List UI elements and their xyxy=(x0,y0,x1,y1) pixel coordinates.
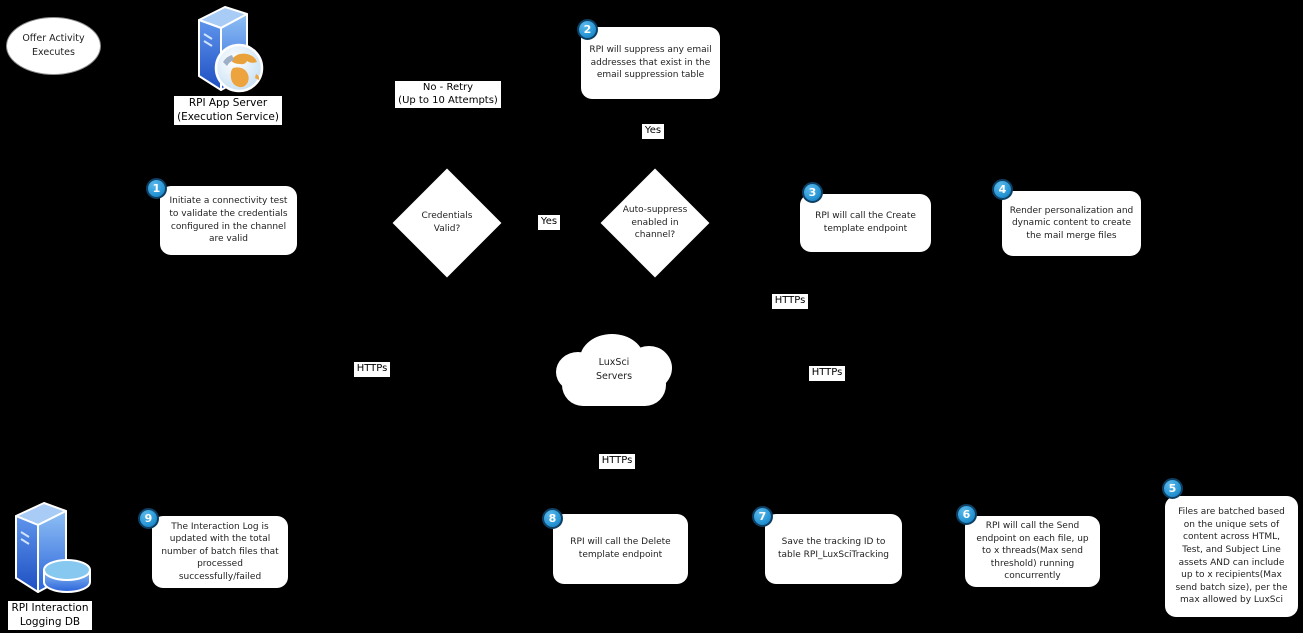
label-yes-credentials: Yes xyxy=(527,215,571,230)
step-9-box: The Interaction Log is updated with the … xyxy=(152,516,288,588)
step-3-badge: 3 xyxy=(802,182,823,203)
database-icon xyxy=(15,502,91,593)
step-4-box: Render personalization and dynamic conte… xyxy=(1002,191,1141,256)
step-5-badge: 5 xyxy=(1162,478,1183,499)
label-https-send: HTTPs xyxy=(799,366,855,381)
step-6-badge: 6 xyxy=(956,504,977,525)
step-1-box: Initiate a connectivity test to validate… xyxy=(160,186,297,255)
step-8-badge: 8 xyxy=(542,508,563,529)
label-https-create: HTTPs xyxy=(762,294,818,309)
step-6-box: RPI will call the Send endpoint on each … xyxy=(965,516,1100,587)
label-yes-autosuppress: Yes xyxy=(631,124,675,139)
label-https-app-to-cloud: HTTPs xyxy=(344,362,400,377)
label-no-retry: No - Retry (Up to 10 Attempts) xyxy=(385,81,511,108)
logging-db-icon xyxy=(4,498,96,606)
step-8-box: RPI will call the Delete template endpoi… xyxy=(553,514,688,584)
luxsci-cloud: LuxSci Servers xyxy=(556,334,672,410)
step-4-badge: 4 xyxy=(992,179,1013,200)
step-2-badge: 2 xyxy=(577,19,598,40)
step-2-box: RPI will suppress any email addresses th… xyxy=(581,27,720,99)
label-https-delete: HTTPs xyxy=(589,454,645,469)
step-1-badge: 1 xyxy=(146,178,167,199)
logging-db-label: RPI Interaction Logging DB xyxy=(0,601,100,631)
step-5-box: Files are batched based on the unique se… xyxy=(1165,496,1298,617)
step-9-badge: 9 xyxy=(138,508,159,529)
app-server-label: RPI App Server (Execution Service) xyxy=(158,96,298,126)
cloud-shape xyxy=(562,364,666,406)
server-globe-icon xyxy=(198,6,264,93)
start-ellipse: Offer Activity Executes xyxy=(6,17,101,75)
app-server-icon xyxy=(183,2,267,100)
decision-credentials-valid: Credentials Valid? xyxy=(392,168,502,278)
decision-auto-suppress: Auto-suppress enabled in channel? xyxy=(600,168,710,278)
step-7-badge: 7 xyxy=(752,506,773,527)
step-7-box: Save the tracking ID to table RPI_LuxSci… xyxy=(765,514,902,584)
step-3-box: RPI will call the Create template endpoi… xyxy=(800,194,931,252)
